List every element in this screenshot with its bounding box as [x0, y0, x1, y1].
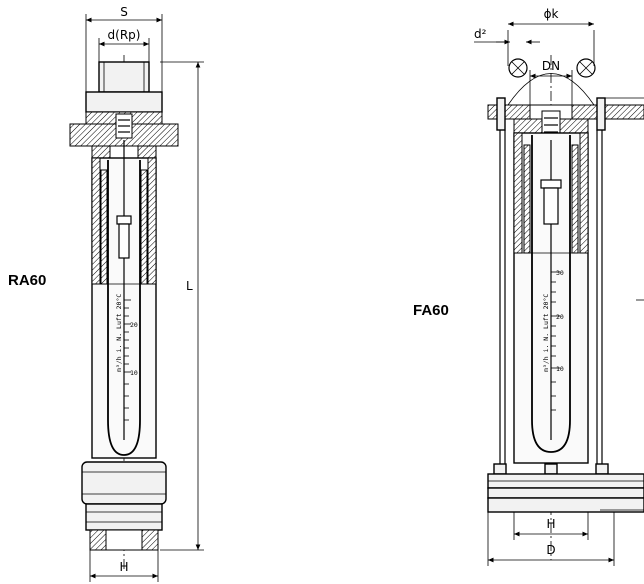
ra60-scale-tick-20: 20 — [130, 321, 138, 329]
fa60-dim-dn: DN — [542, 59, 560, 73]
ra60-dim-d: d(Rp) — [108, 28, 141, 42]
ra60-dim-s: S — [120, 5, 128, 19]
ra60-drawing: 20 10 m³/h i. N. Luft 20°C S d(Rp) L H — [8, 5, 204, 582]
ra60-scale-tick-10: 10 — [130, 369, 138, 377]
fa60-model-label: FA60 — [413, 302, 449, 319]
fa60-scale-tick-30: 30 — [556, 269, 564, 277]
fa60-dim-h: H — [546, 517, 555, 531]
fa60-scale-tick-20: 20 — [556, 313, 564, 321]
fa60-drawing: 30 20 10 m³/h i. N. Luft 20°C ϕk d² DN — [413, 7, 644, 566]
ra60-dim-l: L — [186, 279, 193, 293]
fa60-dim-phik: ϕk — [544, 7, 559, 21]
ra60-scale-unit: m³/h i. N. Luft 20°C — [115, 294, 123, 372]
fa60-dim-d2: d² — [474, 27, 487, 41]
ra60-dim-h: H — [119, 560, 128, 574]
fa60-scale-tick-10: 10 — [556, 365, 564, 373]
ra60-model-label: RA60 — [8, 272, 46, 289]
fa60-dim-d: D — [546, 543, 555, 557]
fa60-scale-unit: m³/h i. N. Luft 20°C — [542, 294, 550, 372]
